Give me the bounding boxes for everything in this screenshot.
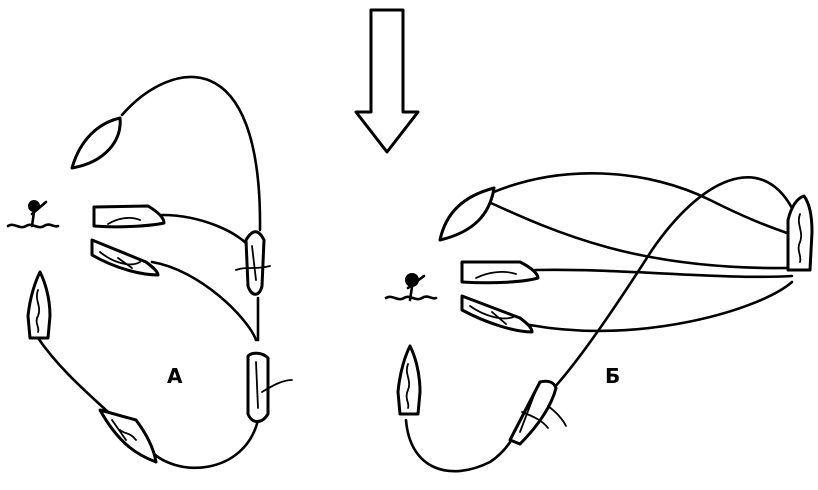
label-maneuver-a: А [167,364,183,388]
boat-a-middle-1 [92,204,166,229]
boat-b-right [786,194,814,272]
trajectory-b-crossing [478,196,792,270]
boat-a-middle-2 [90,238,160,277]
boat-b-left-lower [396,344,422,416]
person-overboard-icon [6,200,60,229]
trajectory-b-lower [528,280,794,333]
trajectory-b-bottom-loop [404,418,518,473]
boat-a-right-lower [246,351,293,423]
wind-direction-arrow-icon [354,8,420,154]
boat-a-right-upper [235,230,271,296]
trajectory-a-to-lower-boat [150,260,258,342]
trajectory-b-figure-eight [550,176,794,392]
maneuver-b [384,172,814,473]
boat-b-upper-left [438,186,496,242]
trajectory-b-top-arc [478,172,794,237]
boat-b-middle-1 [460,260,540,285]
boat-a-left-lower [26,270,52,340]
boat-b-middle-2 [460,294,534,334]
boat-a-bottom [98,408,158,464]
maneuver-a [6,75,293,470]
boat-b-bottom [508,379,567,446]
label-maneuver-b: Б [605,364,621,388]
boat-a-upper-left [70,116,122,170]
trajectory-a-top-loop [120,75,262,232]
trajectory-a-to-upwind-boat [160,213,254,252]
trajectory-b-middle [533,268,794,279]
trajectory-a-bottom-loop [36,336,260,470]
person-overboard-icon [384,273,438,302]
